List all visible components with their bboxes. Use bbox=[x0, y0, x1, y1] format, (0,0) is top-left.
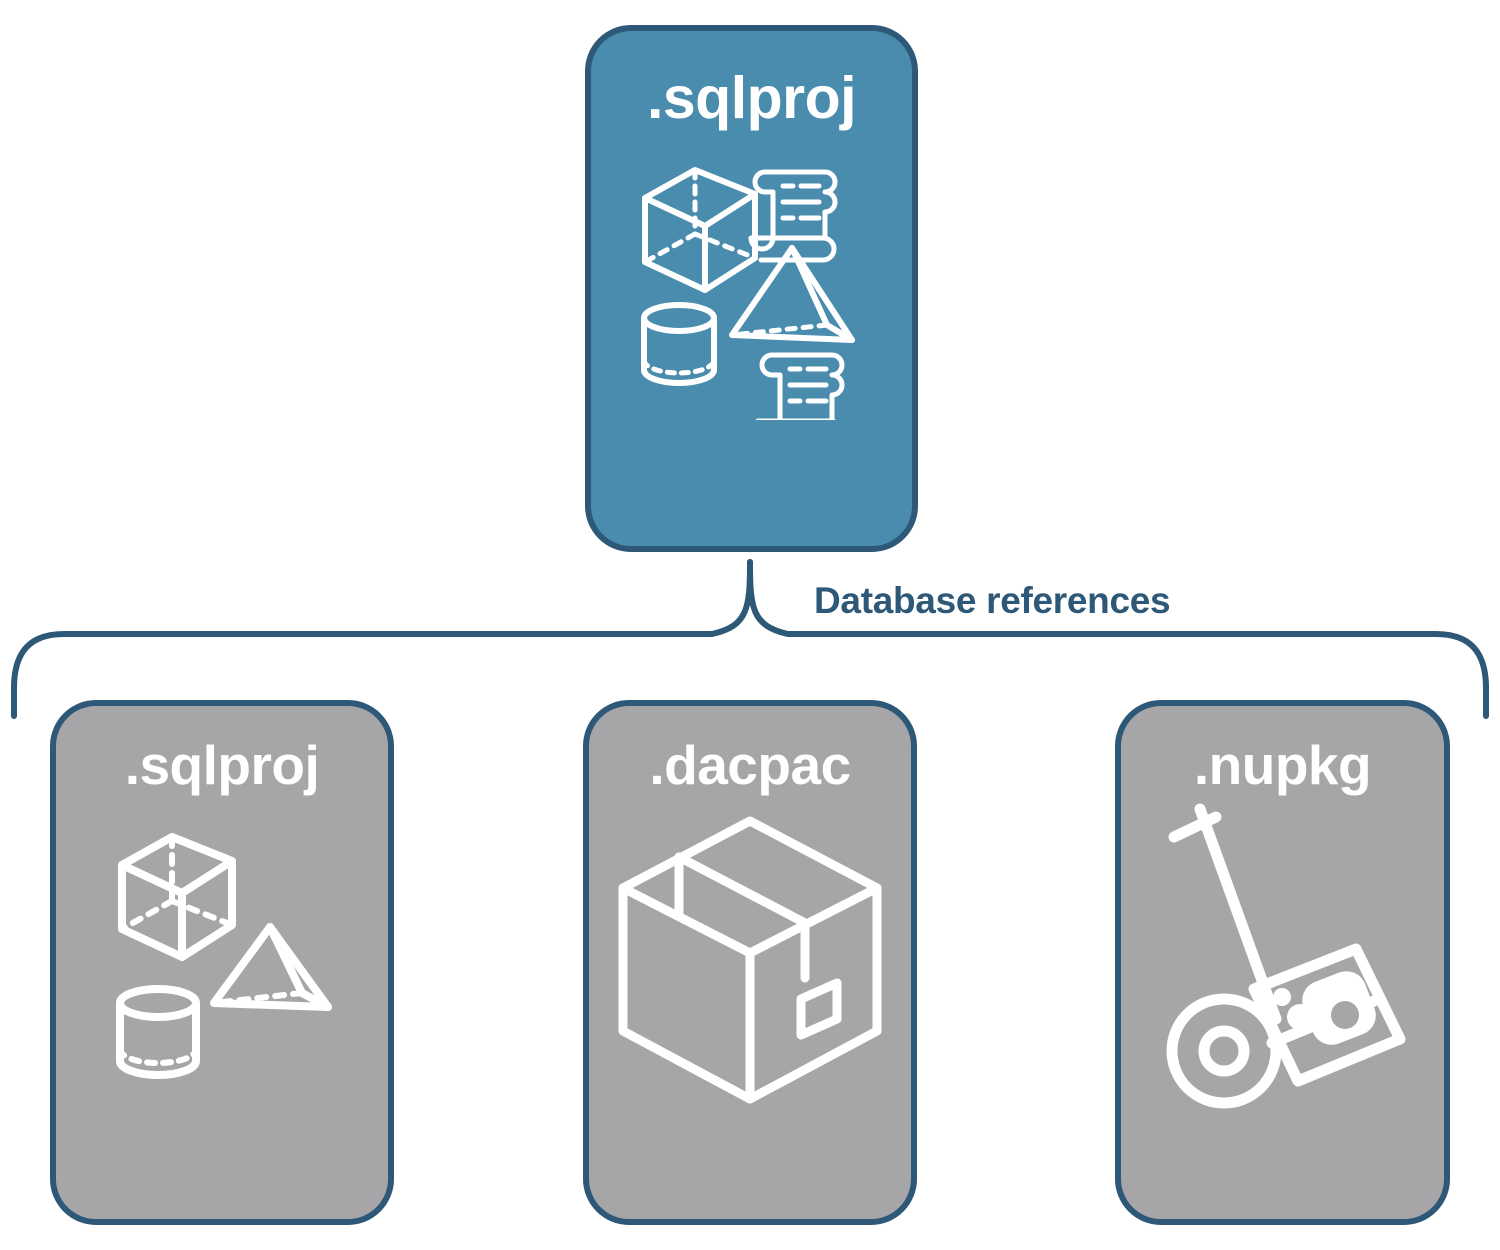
scroll-icon bbox=[755, 352, 844, 420]
scroll-icon bbox=[748, 169, 837, 263]
shapes-and-scripts-icon-set bbox=[640, 167, 855, 420]
reference-card-title: .sqlproj bbox=[124, 734, 320, 796]
reference-card-title: .dacpac bbox=[649, 734, 851, 796]
reference-card-icon-group bbox=[1138, 803, 1428, 1113]
primary-card-icon-group bbox=[637, 150, 867, 420]
pyramid-icon bbox=[210, 923, 332, 1011]
nuget-glyph-cutout bbox=[1330, 1001, 1359, 1029]
reference-card-title: .nupkg bbox=[1193, 734, 1372, 796]
hand-truck-with-package-icon bbox=[1166, 803, 1405, 1109]
reference-card-icon-group bbox=[605, 803, 895, 1113]
cylinder-icon bbox=[116, 985, 200, 1079]
package-box-icon bbox=[618, 816, 882, 1104]
reference-card-sqlproj[interactable]: .sqlproj bbox=[50, 700, 394, 1225]
cylinder-icon bbox=[640, 302, 717, 386]
reference-card-nupkg[interactable]: .nupkg bbox=[1115, 700, 1450, 1225]
edge-label-database-references: Database references bbox=[814, 580, 1171, 621]
shapes-icon-set bbox=[116, 833, 332, 1079]
cube-icon bbox=[641, 167, 758, 293]
primary-card-title: .sqlproj bbox=[646, 65, 857, 131]
cube-icon bbox=[118, 833, 236, 961]
pyramid-icon bbox=[728, 245, 855, 343]
reference-card-dacpac[interactable]: .dacpac bbox=[583, 700, 917, 1225]
reference-card-icon-group bbox=[92, 817, 352, 1107]
primary-card-sqlproj[interactable]: .sqlproj bbox=[585, 25, 918, 552]
